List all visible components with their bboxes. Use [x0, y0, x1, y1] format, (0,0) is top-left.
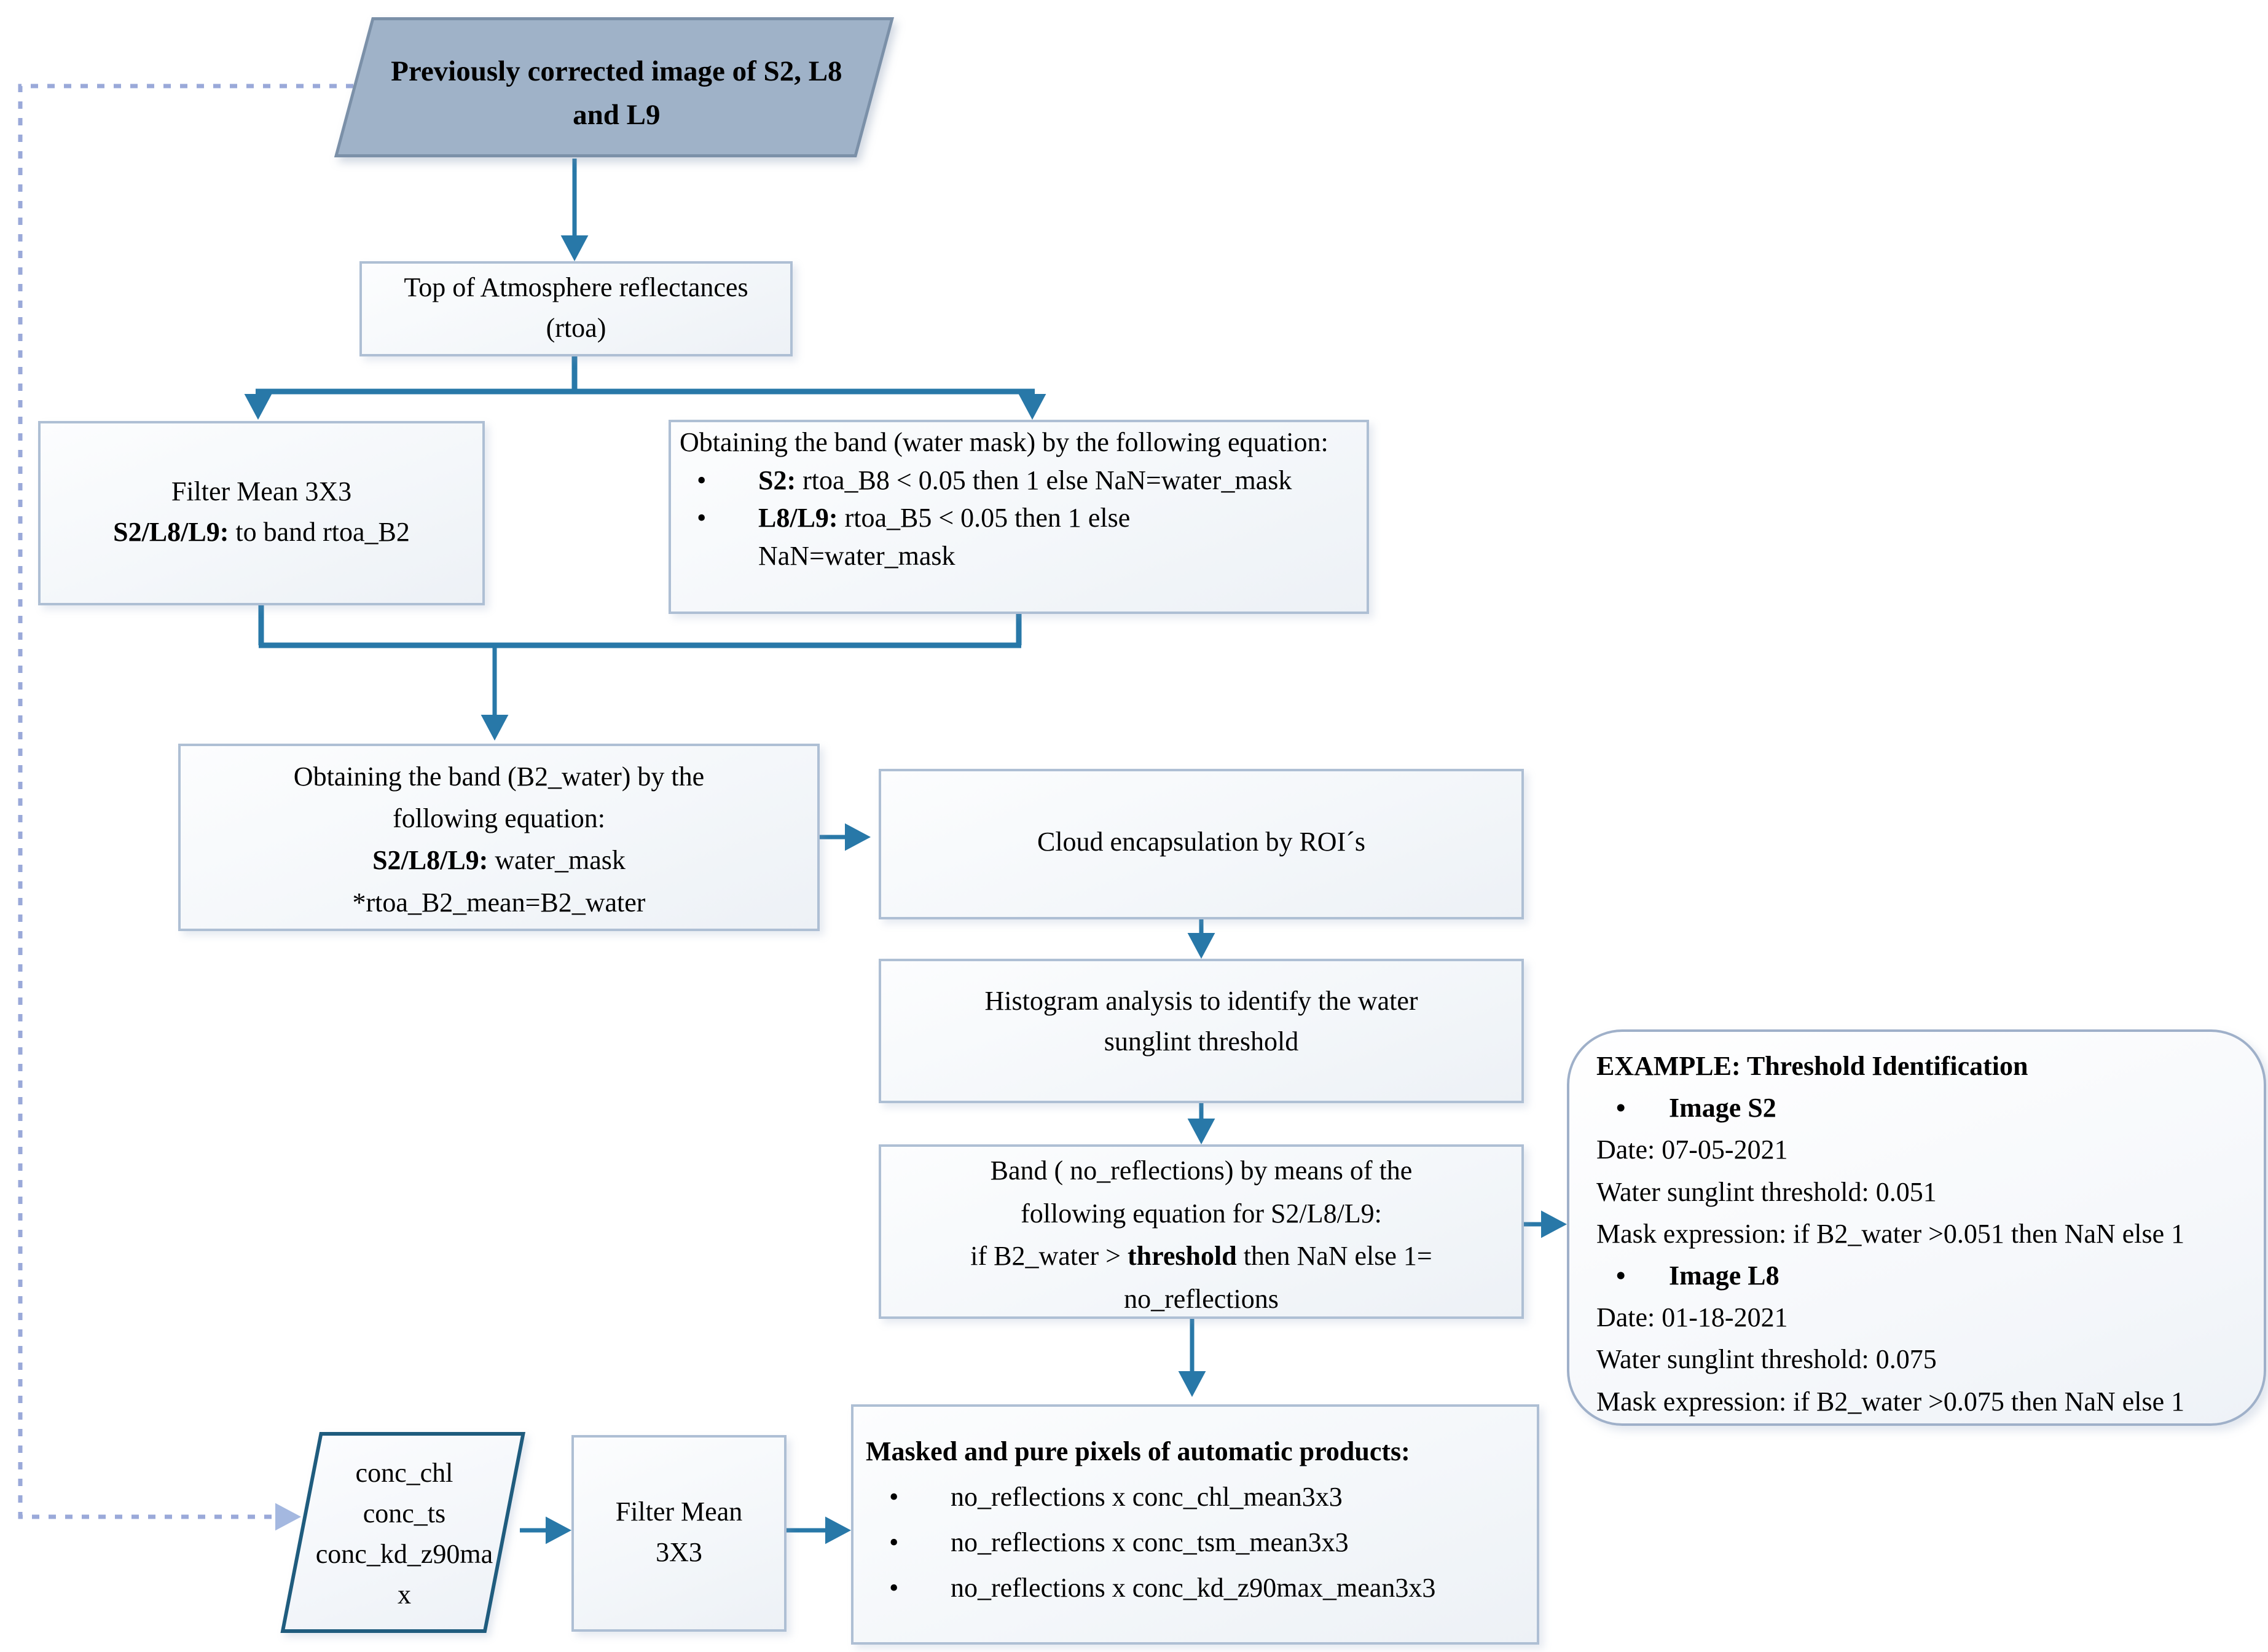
water-mask-s2-eq: rtoa_B8 < 0.05 then 1 else NaN=water_mas… — [796, 465, 1292, 495]
source-image-line2: and L9 — [573, 98, 661, 131]
no-reflections-line3: if B2_water > threshold then NaN else 1= — [881, 1235, 1521, 1278]
conc-line3: conc_kd_z90ma — [315, 1539, 493, 1569]
node-example-threshold: EXAMPLE: Threshold Identification • Imag… — [1567, 1029, 2266, 1426]
water-mask-bullet-l8l9: • L8/L9: rtoa_B5 < 0.05 then 1 else NaN=… — [680, 499, 1358, 575]
b2-water-satellites: S2/L8/L9: — [372, 845, 489, 876]
bullet-icon: • — [697, 503, 707, 533]
bullet-icon: • — [889, 1572, 899, 1603]
histogram-line1: Histogram analysis to identify the water — [984, 986, 1418, 1016]
node-cloud-encapsulation: Cloud encapsulation by ROI´s — [879, 769, 1524, 919]
no-reflections-threshold: threshold — [1128, 1241, 1237, 1272]
node-source-image: Previously corrected image of S2, L8 and… — [334, 17, 894, 157]
no-reflections-line1: Band ( no_reflections) by means of the — [990, 1155, 1413, 1186]
no-reflections-line4: no_reflections — [1124, 1283, 1279, 1314]
node-masked-products: Masked and pure pixels of automatic prod… — [851, 1404, 1539, 1645]
node-filter-mean-main: Filter Mean 3X3 S2/L8/L9: to band rtoa_B… — [38, 421, 485, 605]
example-s2-date: Date: 07-05-2021 — [1596, 1135, 1788, 1165]
rtoa-line1: Top of Atmosphere reflectances — [404, 272, 748, 302]
filter-mean-main-line1: Filter Mean 3X3 — [171, 476, 352, 506]
water-mask-bullet-s2: • S2: rtoa_B8 < 0.05 then 1 else NaN=wat… — [680, 462, 1358, 500]
conc-line4: x — [397, 1579, 411, 1610]
bullet-icon: • — [1616, 1093, 1626, 1123]
bullet-icon: • — [889, 1527, 899, 1557]
node-water-mask: Obtaining the band (water mask) by the f… — [669, 420, 1369, 614]
b2-water-line1: Obtaining the band (B2_water) by the — [293, 761, 705, 792]
no-reflections-line3-post: then NaN else 1= — [1236, 1241, 1432, 1272]
split-bar-rtoa — [256, 356, 1035, 395]
example-l8-label: Image L8 — [1669, 1260, 1779, 1291]
conc-line1: conc_chl — [355, 1458, 453, 1488]
example-l8-threshold: Water sunglint threshold: 0.075 — [1596, 1344, 1937, 1375]
b2-water-line4: *rtoa_B2_mean=B2_water — [352, 887, 646, 918]
example-s2-mask: Mask expression: if B2_water >0.051 then… — [1596, 1218, 2185, 1249]
masked-products-title: Masked and pure pixels of automatic prod… — [866, 1436, 1410, 1466]
filter-mean-main-satellites: S2/L8/L9: — [113, 517, 229, 547]
example-l8-date: Date: 01-18-2021 — [1596, 1302, 1788, 1333]
masked-products-item-3: no_reflections x conc_kd_z90max_mean3x3 — [951, 1572, 1436, 1603]
masked-products-bullet-2: • no_reflections x conc_tsm_mean3x3 — [866, 1520, 1524, 1565]
example-s2-label: Image S2 — [1669, 1093, 1776, 1123]
dashed-feedback-line — [18, 84, 353, 1531]
water-mask-l8l9-label: L8/L9: — [758, 503, 838, 533]
example-title: EXAMPLE: Threshold Identification — [1596, 1051, 2028, 1081]
node-b2-water: Obtaining the band (B2_water) by the fol… — [178, 744, 820, 931]
merge-bar-filter-watermask — [258, 605, 1022, 648]
water-mask-s2-label: S2: — [758, 465, 796, 495]
b2-water-line2: following equation: — [393, 803, 605, 834]
node-conc-products: conc_chl conc_ts conc_kd_z90ma x — [280, 1432, 525, 1633]
histogram-line2: sunglint threshold — [1104, 1026, 1299, 1056]
no-reflections-line3-pre: if B2_water > — [970, 1241, 1128, 1272]
node-histogram-analysis: Histogram analysis to identify the water… — [879, 959, 1524, 1103]
example-bullet-l8: • Image L8 — [1596, 1255, 2239, 1297]
filter-mean-main-rest: to band rtoa_B2 — [229, 517, 410, 547]
node-rtoa: Top of Atmosphere reflectances (rtoa) — [359, 261, 793, 356]
rtoa-line2: (rtoa) — [546, 313, 606, 343]
masked-products-bullet-3: • no_reflections x conc_kd_z90max_mean3x… — [866, 1565, 1524, 1611]
bullet-icon: • — [889, 1481, 899, 1512]
b2-water-line3-rest: water_mask — [488, 845, 626, 876]
masked-products-bullet-1: • no_reflections x conc_chl_mean3x3 — [866, 1474, 1524, 1520]
bullet-icon: • — [697, 465, 707, 495]
water-mask-intro: Obtaining the band (water mask) by the f… — [680, 427, 1328, 457]
masked-products-item-1: no_reflections x conc_chl_mean3x3 — [951, 1481, 1343, 1512]
node-no-reflections: Band ( no_reflections) by means of the f… — [879, 1144, 1524, 1319]
no-reflections-line2: following equation for S2/L8/L9: — [1021, 1198, 1382, 1229]
bullet-icon: • — [1616, 1260, 1626, 1291]
masked-products-item-2: no_reflections x conc_tsm_mean3x3 — [951, 1527, 1349, 1557]
example-l8-mask: Mask expression: if B2_water >0.075 then… — [1596, 1386, 2185, 1417]
source-image-line1: Previously corrected image of S2, L8 — [391, 55, 842, 87]
filter-mean-products-line2: 3X3 — [656, 1537, 702, 1567]
example-s2-threshold: Water sunglint threshold: 0.051 — [1596, 1176, 1937, 1207]
cloud-text: Cloud encapsulation by ROI´s — [1037, 827, 1366, 857]
b2-water-line3: S2/L8/L9: water_mask — [181, 840, 817, 881]
node-filter-mean-products: Filter Mean 3X3 — [571, 1435, 787, 1632]
filter-mean-products-line1: Filter Mean — [615, 1497, 743, 1527]
water-mask-l8l9-eq-cont: NaN=water_mask — [758, 540, 955, 571]
example-bullet-s2: • Image S2 — [1596, 1087, 2239, 1129]
conc-line2: conc_ts — [363, 1498, 446, 1528]
filter-mean-main-line2: S2/L8/L9: to band rtoa_B2 — [41, 512, 482, 553]
water-mask-l8l9-eq: rtoa_B5 < 0.05 then 1 else — [838, 503, 1131, 533]
